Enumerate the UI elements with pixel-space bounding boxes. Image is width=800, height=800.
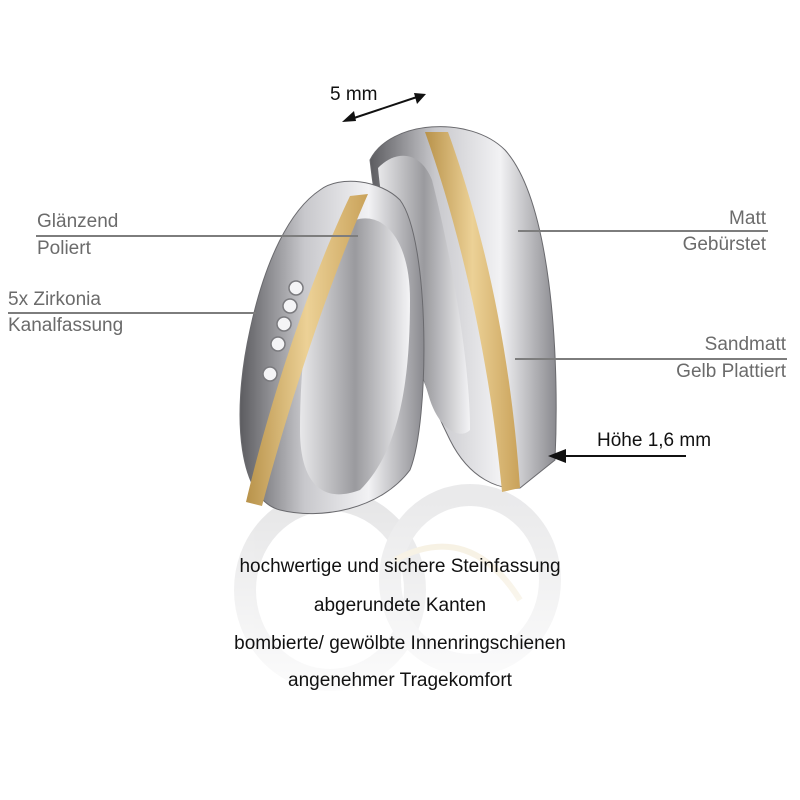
label-matt-line2: Gebürstet	[682, 234, 766, 255]
label-zirconia-line2: Kanalfassung	[8, 315, 124, 336]
sandmatt-leader-line	[515, 358, 787, 360]
label-zirconia-line1: 5x Zirkonia	[8, 289, 101, 310]
feature-3: bombierte/ gewölbte Innenringschienen	[234, 633, 566, 654]
zirconia-leader-line	[8, 312, 256, 314]
label-sandmatt-line1: Sandmatt	[704, 334, 786, 355]
feature-4: angenehmer Tragekomfort	[288, 670, 512, 691]
height-label: Höhe 1,6 mm	[597, 430, 712, 451]
label-matt-line1: Matt	[729, 208, 766, 229]
zirconia-stones	[262, 280, 304, 382]
feature-2: abgerundete Kanten	[313, 595, 487, 616]
width-arrow	[342, 93, 426, 122]
feature-1: hochwertige und sichere Steinfassung	[239, 556, 561, 577]
ring-left	[239, 180, 425, 515]
polished-leader-line	[36, 235, 358, 237]
height-arrow	[548, 449, 686, 463]
label-polished-line2: Poliert	[37, 238, 91, 259]
matt-leader-line	[518, 230, 768, 232]
width-label: 5 mm	[330, 84, 378, 105]
label-polished-line1: Glänzend	[37, 211, 119, 232]
label-sandmatt-line2: Gelb Plattiert	[676, 361, 786, 382]
